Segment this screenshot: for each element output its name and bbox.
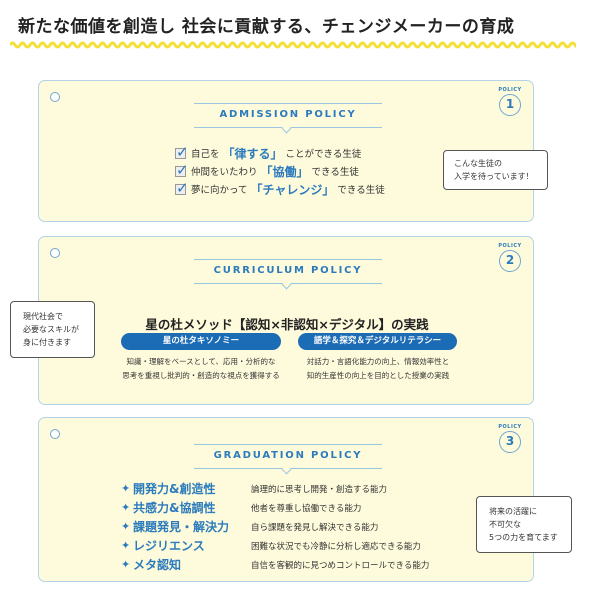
sparkle-icon: ✦ (121, 539, 131, 552)
literacy-pill: 語学＆探究＆デジタルリテラシー (298, 333, 457, 350)
pill-description: 知識・理解をベースとして、応用・分析的な思考を重視し批判的・創造的な視点を獲得す… (122, 357, 280, 380)
ability-item: ✦開発力&創造性論理的に思考し開発・創造する能力 (121, 482, 388, 496)
ability-item: ✦レジリエンス困難な状況でも冷静に分析し適応できる能力 (121, 539, 421, 553)
ability-item: ✦課題発見・解決力自ら課題を発見し解決できる能力 (121, 520, 379, 534)
sparkle-icon: ✦ (121, 482, 131, 495)
card-hole (50, 429, 60, 439)
speech-bubble: 現代社会で必要なスキルが身に付きます (10, 301, 95, 358)
section-heading: ADMISSION POLICY (194, 103, 382, 128)
wavy-underline (10, 41, 576, 49)
section-heading: GRADUATION POLICY (194, 444, 382, 469)
admission-list: 自己を「律する」ことができる生徒 仲間をいたわり「協働」できる生徒 夢に向かって… (175, 143, 385, 198)
taxonomy-pill: 星の杜タキソノミー (121, 333, 281, 350)
ability-item: ✦共感力&協調性他者を尊重し協働できる能力 (121, 501, 362, 515)
sparkle-icon: ✦ (121, 520, 131, 533)
sparkle-icon: ✦ (121, 501, 131, 514)
section-heading: CURRICULUM POLICY (194, 259, 382, 284)
page-title: 新たな価値を創造し 社会に貢献する、チェンジメーカーの育成 (18, 17, 515, 37)
card-hole (50, 248, 60, 258)
speech-bubble: こんな生徒の入学を待っています！ (443, 150, 548, 190)
pill-description: 対話力・言語化能力の向上、情報効率性と知的生産性の向上を目的とした授業の実践 (306, 357, 450, 380)
sparkle-icon: ✦ (121, 558, 131, 571)
ability-item: ✦メタ認知自信を客観的に見つめコントロールできる能力 (121, 558, 430, 572)
check-item: 自己を「律する」ことができる生徒 (175, 143, 385, 162)
check-item: 夢に向かって「チャレンジ」できる生徒 (175, 179, 385, 198)
card-hole (50, 92, 60, 102)
checkbox-icon (175, 161, 189, 179)
check-item: 仲間をいたわり「協働」できる生徒 (175, 161, 385, 180)
curriculum-main-heading: 星の杜メソッド【認知×非認知×デジタル】の実践 (145, 317, 429, 332)
checkbox-icon (175, 143, 189, 161)
checkbox-icon (175, 179, 189, 197)
